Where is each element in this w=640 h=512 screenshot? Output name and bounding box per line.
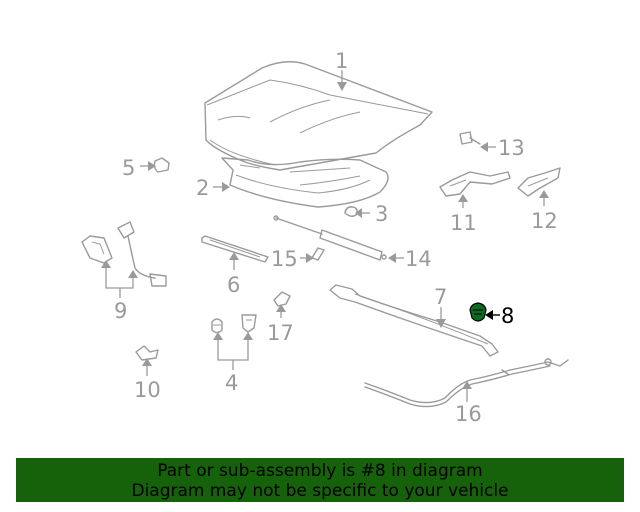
part-13-bolt	[459, 131, 481, 145]
arrow-10	[142, 358, 152, 366]
callout-10: 10	[134, 378, 161, 402]
part-12-hinge	[517, 167, 561, 197]
arrow-17	[276, 304, 286, 312]
part-10-bracket	[135, 345, 159, 361]
callout-4: 4	[225, 371, 238, 395]
part-11-hinge	[439, 171, 511, 197]
part-1-hood	[204, 61, 433, 171]
part-8-clip-highlighted	[469, 302, 487, 322]
part-7-cable	[329, 284, 499, 357]
arrow-9b	[128, 270, 138, 278]
callout-11: 11	[450, 211, 477, 235]
arrow-3	[355, 208, 362, 218]
arrow-15	[306, 253, 314, 263]
arrow-7	[436, 319, 446, 328]
callout-5: 5	[122, 156, 135, 180]
callout-7: 7	[434, 285, 447, 309]
callout-14: 14	[405, 247, 432, 271]
arrow-12	[539, 190, 549, 198]
part-4-fasteners	[211, 314, 257, 334]
arrow-6	[229, 252, 239, 260]
part-5-clip	[153, 157, 170, 173]
part-9-latch	[81, 221, 167, 287]
arrow-11	[458, 194, 468, 202]
arrow-4b	[243, 332, 253, 340]
callout-8: 8	[501, 304, 514, 328]
arrow-14	[388, 253, 396, 263]
part-15-stud	[311, 247, 325, 261]
arrow-9a	[101, 260, 111, 268]
callout-17: 17	[267, 321, 294, 345]
callout-9: 9	[114, 299, 127, 323]
part-17-clip	[273, 291, 291, 307]
arrow-2	[222, 182, 230, 192]
callout-15: 15	[271, 247, 298, 271]
leader-4	[217, 336, 249, 370]
callout-12: 12	[531, 209, 558, 233]
parts-diagram: 1 2 3 4 5 6 7	[81, 49, 569, 426]
part-2-hood-frame	[221, 157, 389, 208]
info-banner: Part or sub-assembly is #8 in diagram Di…	[16, 458, 624, 502]
callout-13: 13	[498, 136, 525, 160]
part-14-strut	[273, 215, 387, 261]
callout-6: 6	[227, 273, 240, 297]
callout-2: 2	[196, 176, 209, 200]
banner-line-2: Diagram may not be specific to your vehi…	[131, 481, 509, 501]
arrow-4a	[213, 332, 223, 340]
arrow-16	[462, 381, 472, 389]
part-3-bumper	[344, 206, 358, 217]
arrow-1	[337, 82, 347, 91]
leader-9	[105, 264, 134, 298]
part-16-cable	[364, 358, 569, 408]
arrow-8	[485, 310, 493, 320]
arrow-5	[148, 161, 156, 171]
banner-line-1: Part or sub-assembly is #8 in diagram	[157, 461, 483, 481]
callout-1: 1	[335, 49, 348, 73]
arrow-13	[480, 142, 488, 152]
callout-16: 16	[455, 402, 482, 426]
callout-3: 3	[375, 202, 388, 226]
part-6-seal	[201, 235, 269, 263]
